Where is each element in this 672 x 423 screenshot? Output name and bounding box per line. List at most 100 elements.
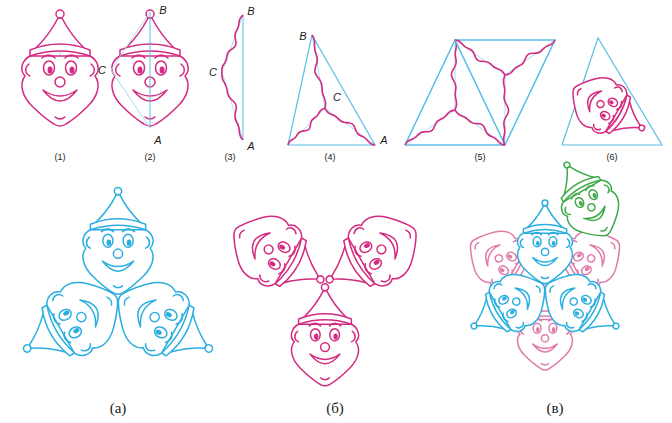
step-5 [405, 40, 555, 145]
clown-eye [574, 196, 586, 209]
eye-pupil [552, 327, 556, 332]
clown-ear [592, 124, 601, 131]
guide-line [111, 12, 150, 128]
clown-ear [258, 275, 269, 284]
eyebrow [329, 323, 340, 326]
point-letter: B [159, 5, 166, 16]
tessellation [458, 149, 633, 370]
clown-nose [541, 248, 548, 255]
eye-pupil [72, 327, 80, 334]
chin-line [321, 378, 330, 380]
eye-pupil [536, 327, 540, 332]
eye-pupil [582, 297, 588, 303]
profile-curve [455, 110, 505, 145]
clown-eye [368, 257, 384, 272]
step-6 [560, 38, 662, 152]
guide-line [405, 40, 555, 145]
three-faces-hats-in [218, 201, 431, 386]
clown-face [560, 66, 657, 153]
chin-line [123, 296, 129, 305]
eye-pupil [70, 67, 75, 74]
profile-curve [325, 108, 375, 145]
clown-face [83, 187, 153, 294]
clown-ear [567, 239, 570, 248]
eye-pupil [165, 311, 173, 318]
clown-nose [587, 202, 597, 212]
step-number: (3) [225, 153, 236, 162]
chin-line [536, 285, 541, 292]
clown-eye [153, 325, 169, 340]
clown-eye [607, 97, 619, 109]
point-letter: A [154, 135, 161, 146]
chin-line [107, 296, 113, 305]
clown-eye [580, 294, 593, 306]
clown-nose [113, 249, 122, 258]
clown-nose [263, 243, 275, 255]
clown-eye [533, 323, 541, 333]
eye-pupil [48, 67, 53, 74]
clown-nose [75, 311, 88, 324]
clown-face [291, 284, 358, 386]
three-faces-chins-in [6, 187, 229, 380]
step-3 [222, 15, 243, 140]
clown-nose [569, 297, 579, 307]
point-letter: C [98, 65, 106, 76]
guide-line [243, 15, 244, 140]
hat-brim [90, 219, 145, 230]
point-letter: C [333, 92, 341, 103]
clown-head [291, 324, 358, 386]
clown-mouth [590, 241, 609, 266]
clown-nose [586, 253, 596, 263]
clown-ear [26, 64, 30, 76]
clown-ear [516, 322, 525, 329]
chin-line [576, 88, 581, 95]
clown-ear [520, 239, 523, 248]
hat-brim [30, 44, 90, 56]
eye-pupil [601, 113, 607, 118]
pompom [325, 275, 335, 285]
panel-caption: (а) [110, 401, 127, 416]
eye-pupil [608, 99, 614, 104]
clown-eye [156, 61, 167, 75]
clown-eye [67, 325, 83, 340]
clown-eye [267, 257, 283, 272]
clown-mouth [515, 284, 534, 309]
clown-nose [596, 99, 606, 109]
clown-eye [533, 237, 541, 247]
eyebrow [155, 55, 168, 58]
clown-mouth [310, 354, 340, 364]
guide-line [222, 15, 243, 140]
eye-pupil [107, 239, 112, 245]
clown-eye [572, 251, 585, 263]
clown-eye [497, 294, 510, 306]
clown-mouth [80, 295, 104, 327]
chin-line [601, 227, 608, 232]
clown-face [542, 149, 631, 249]
clown-ear [144, 344, 156, 353]
eye-pupil [314, 333, 318, 339]
clown-ear [146, 237, 150, 248]
clown-ear [493, 282, 502, 289]
clown-ear [565, 322, 574, 329]
clown-ear [81, 344, 93, 353]
hat-brim [523, 225, 566, 234]
chin-line [406, 229, 412, 238]
clown-head [518, 320, 573, 370]
clown-face [102, 267, 230, 381]
clown-ear [353, 226, 364, 235]
clown-nose [375, 243, 387, 255]
pompom [114, 187, 121, 194]
clown-nose [321, 343, 330, 352]
pompom [470, 322, 478, 330]
eye-pupil [507, 254, 513, 260]
eye-pupil [574, 311, 580, 317]
eye-pupil [592, 192, 598, 198]
profile-curve [222, 15, 243, 72]
eye-pupil [584, 266, 590, 272]
profile-curve [312, 35, 326, 108]
clown-eye [123, 234, 133, 247]
eyebrow [123, 229, 135, 232]
chin-line [549, 285, 554, 292]
point-letter: A [247, 141, 254, 152]
